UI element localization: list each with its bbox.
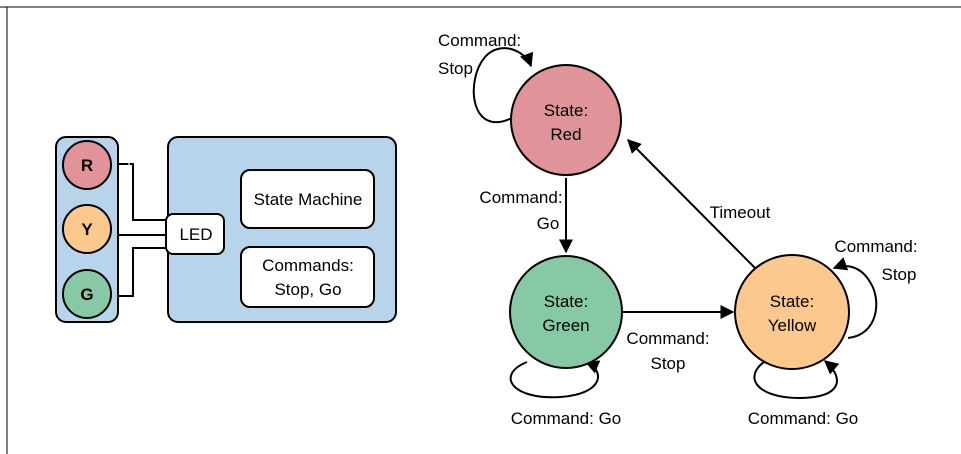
state-red [510,64,622,176]
red-self-loop [472,47,534,124]
yellow-self-loop-right [832,257,878,339]
light-green [62,269,112,319]
wire-r [118,163,170,221]
yellow-self-right-label-line2: Stop [882,265,917,284]
yellow-self-bottom-label: Command: Go [748,409,859,428]
state-green-line2: Green [542,316,589,335]
wire-r-inner [118,159,170,225]
state-yellow-line2: Yellow [768,316,817,335]
state-yellow-line1: State: [770,292,814,311]
state-green-line1: State: [544,292,588,311]
red-self-label-line2: Stop [438,59,473,78]
state-red-line2: Red [550,125,581,144]
yellow-to-red-arrow [627,139,756,269]
green-yellow-label-line2: Stop [651,354,686,373]
yellow-red-label: Timeout [710,203,771,222]
hardware-block: R Y G LED State Machine Commands: Stop, … [55,136,397,323]
commands-box [240,246,375,308]
state-green [509,255,623,369]
led-label: LED [179,225,212,244]
commands-label-line2: Stop, Go [274,280,341,299]
state-diagram: State: Red State: Green State: Yellow Co… [438,31,918,428]
led-box [165,213,225,255]
state-yellow [734,254,850,370]
light-red [62,140,112,190]
yellow-self-right-label-line1: Command: [834,237,917,256]
commands-label-line1: Commands: [262,256,354,275]
green-self-loop [509,360,601,399]
state-machine-label: State Machine [254,190,363,209]
red-green-label-line1: Command: [479,188,562,207]
light-green-label: G [80,285,93,304]
light-yellow [62,204,112,254]
state-machine-box [240,169,375,229]
wire-g [118,247,170,297]
light-red-label: R [81,156,93,175]
light-yellow-label: Y [81,220,93,239]
red-self-label-line1: Command: [438,31,521,50]
state-red-line1: State: [544,101,588,120]
yellow-self-loop-bottom [753,357,840,400]
green-self-label: Command: Go [511,409,622,428]
red-green-label-line2: Go [537,214,560,233]
green-yellow-label-line1: Command: [626,329,709,348]
